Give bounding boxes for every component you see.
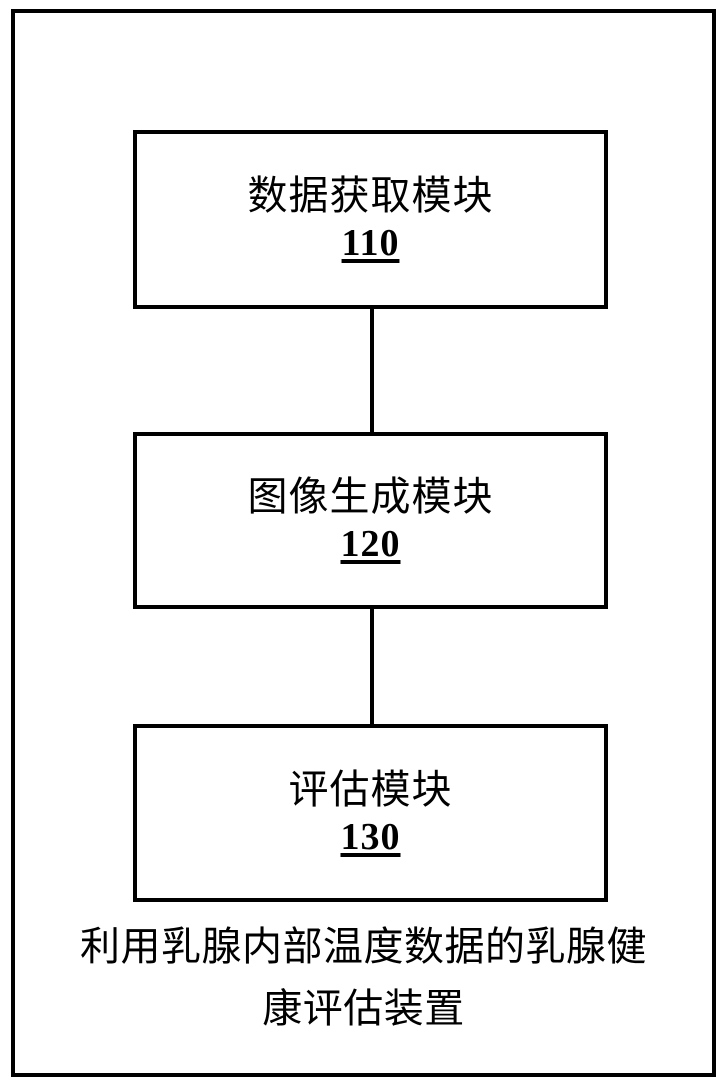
module-box-data-acquisition: 数据获取模块 110 [133, 130, 608, 309]
module-ref-120: 120 [340, 523, 401, 565]
figure-outer-frame: 数据获取模块 110 图像生成模块 120 评估模块 130 利用乳腺内部温度数… [11, 9, 716, 1077]
connector-110-to-120 [370, 309, 374, 432]
connector-120-to-130 [370, 609, 374, 724]
module-title-image-generation: 图像生成模块 [247, 474, 494, 521]
module-title-data-acquisition: 数据获取模块 [247, 173, 494, 220]
module-ref-130: 130 [340, 815, 401, 858]
module-box-image-generation: 图像生成模块 120 [133, 432, 608, 609]
module-title-evaluation: 评估模块 [288, 766, 453, 813]
module-box-evaluation: 评估模块 130 [133, 724, 608, 902]
module-ref-110: 110 [341, 222, 400, 264]
figure-caption: 利用乳腺内部温度数据的乳腺健康评估装置 [80, 924, 647, 1032]
